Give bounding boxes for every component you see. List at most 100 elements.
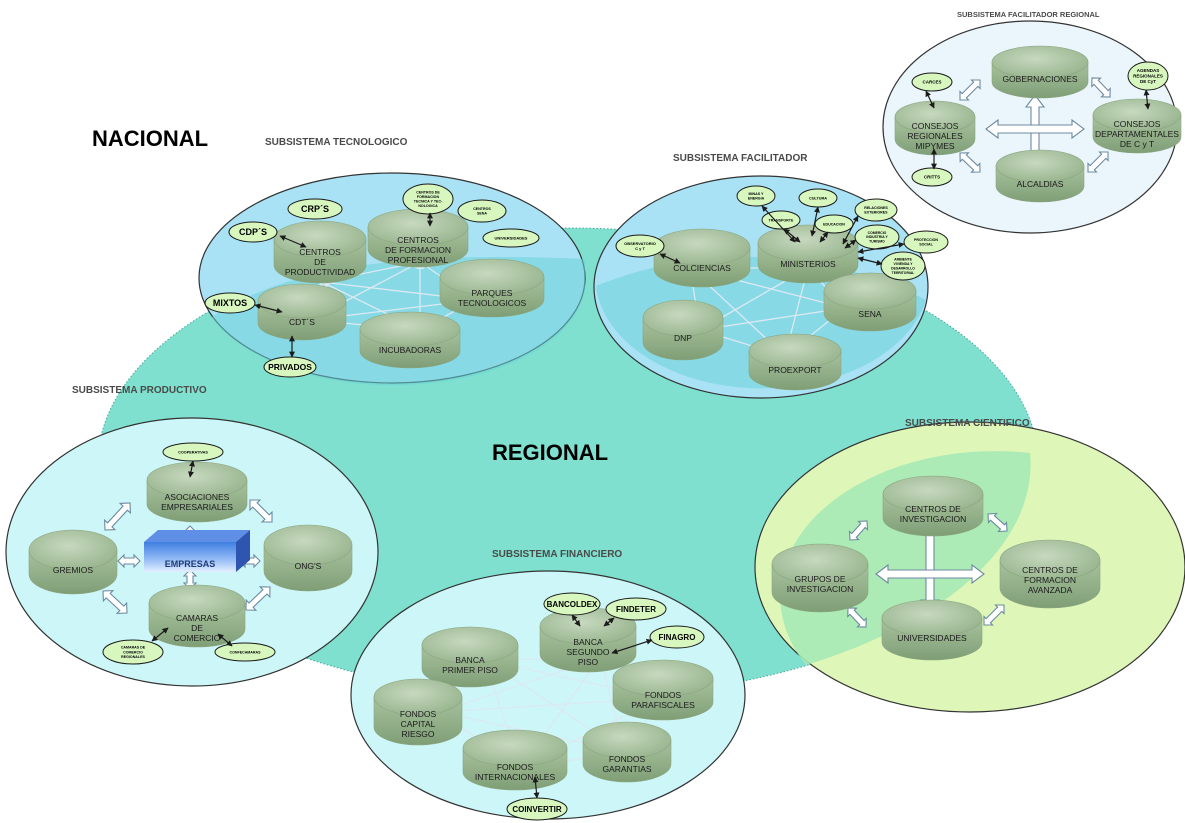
tag-label: COMERCIO — [123, 650, 143, 654]
tag-label: FORMACION — [417, 195, 440, 199]
node-label-line: CENTROS DE — [1022, 565, 1078, 575]
node-label-line: INTERNACIONALES — [475, 772, 556, 782]
tag-label: BANCOLDEX — [547, 600, 598, 609]
tag-label: CONFECAMARAS — [230, 650, 262, 654]
node-label-line: CAMARAS — [176, 613, 218, 623]
node-label-line: PROEXPORT — [768, 365, 821, 375]
double-arrow — [959, 152, 981, 173]
node-label-line: REGIONALES — [907, 131, 963, 141]
node-dnp: DNP — [642, 299, 724, 361]
tag-label: VIVIENDA Y — [893, 262, 913, 266]
node-label-line: EMPRESARIALES — [161, 502, 233, 512]
node-label-line: DE — [191, 623, 203, 633]
connector-arrow — [188, 460, 195, 478]
tecnologico-title: SUBSISTEMA TECNOLOGICO — [265, 137, 408, 148]
node-label-line: CDT´S — [289, 317, 315, 327]
tag-label: NOLOGICA — [418, 204, 438, 208]
tag-label: SENA — [477, 212, 487, 216]
double-arrow — [249, 499, 273, 523]
connector-arrow — [857, 241, 905, 255]
node-label-line: GOBERNACIONES — [1002, 74, 1077, 84]
node-label-line: DEPARTAMENTALES — [1095, 129, 1179, 139]
node-label-line: CENTROS — [397, 235, 439, 245]
tag-label: SOCIAL — [919, 243, 933, 247]
nacional-label: NACIONAL — [92, 126, 208, 151]
regional-label: REGIONAL — [492, 440, 608, 465]
cross-arrow — [875, 563, 985, 585]
node-label-line: RIESGO — [401, 729, 434, 739]
connector-arrow — [925, 90, 935, 109]
tag-label: TERRITORIAL — [892, 271, 915, 275]
tag-label: MINAS Y — [749, 192, 765, 196]
node-label-line: PISO — [578, 657, 599, 667]
tag-label: AMBIENTE — [894, 258, 912, 262]
connector-arrow — [603, 617, 615, 627]
node-label-line: DE — [314, 257, 326, 267]
connector-arrow — [842, 215, 859, 245]
node-label-line: FORMACION — [1024, 575, 1076, 585]
connector-arrow — [279, 235, 307, 248]
tag-label: EDUCACION — [823, 222, 845, 226]
node-label-line: CAPITAL — [401, 719, 436, 729]
connector-arrow — [611, 638, 653, 655]
tag-critts: CRITTS — [911, 167, 953, 187]
tag-label: CDP´S — [239, 227, 267, 237]
tag-confecamaras: CONFECAMARAS — [214, 642, 276, 662]
tag-label: CARCES — [922, 80, 941, 85]
node-label-line: ONG'S — [295, 561, 322, 571]
double-arrow — [117, 553, 141, 569]
tag-label: REGIONALES — [121, 655, 145, 659]
facilitador-title: SUBSISTEMA FACILITADOR — [673, 153, 808, 164]
tag-label: CRP´S — [301, 204, 329, 214]
tag-label: TECNICA Y TEC- — [414, 200, 443, 204]
tag-coinvertir: COINVERTIR — [506, 797, 568, 821]
productivo-title: SUBSISTEMA PRODUCTIVO — [72, 385, 207, 396]
tag-label: TURISMO — [869, 240, 885, 244]
tag-label: REGIONALES — [1133, 74, 1163, 79]
node-label-line: PRODUCTIVIDAD — [285, 267, 355, 277]
node-label-line: SENA — [858, 309, 881, 319]
tag-crps: CRP´S — [287, 198, 343, 220]
financiero-title: SUBSISTEMA FINANCIERO — [492, 549, 622, 560]
tag-label: CENTROS — [473, 207, 491, 211]
node-label-line: BANCA — [455, 655, 485, 665]
node-label-line: MINISTERIOS — [780, 259, 836, 269]
node-ongs: ONG'S — [263, 524, 353, 592]
node-label-line: CENTROS DE — [905, 504, 961, 514]
node-label-line: COLCIENCIAS — [673, 263, 731, 273]
tag-findeter: FINDETER — [605, 597, 667, 621]
connector-arrow — [1143, 89, 1151, 110]
double-arrow — [848, 520, 869, 541]
node-proexport: PROEXPORT — [748, 333, 842, 391]
connector-arrow — [819, 231, 829, 243]
node-label-line: COMERCIO — [174, 633, 221, 643]
tag-label: CENTROS DE — [416, 190, 440, 194]
tag-label: MIXTOS — [213, 298, 247, 308]
tag-label: COOPERATIVAS — [178, 450, 208, 454]
double-arrow — [103, 502, 132, 531]
tag-cdps: CDP´S — [228, 221, 278, 243]
node-label-line: ASOCIACIONES — [165, 492, 230, 502]
connector-arrow — [532, 776, 540, 799]
double-arrow — [1087, 151, 1109, 173]
connector-arrow — [571, 614, 581, 627]
node-sena: SENA — [823, 272, 917, 332]
node-label-line: TECNOLOGICOS — [458, 298, 527, 308]
node-label-line: PARQUES — [472, 288, 513, 298]
node-label-line: PRIMER PISO — [442, 665, 498, 675]
node-label-line: FONDOS — [609, 754, 646, 764]
